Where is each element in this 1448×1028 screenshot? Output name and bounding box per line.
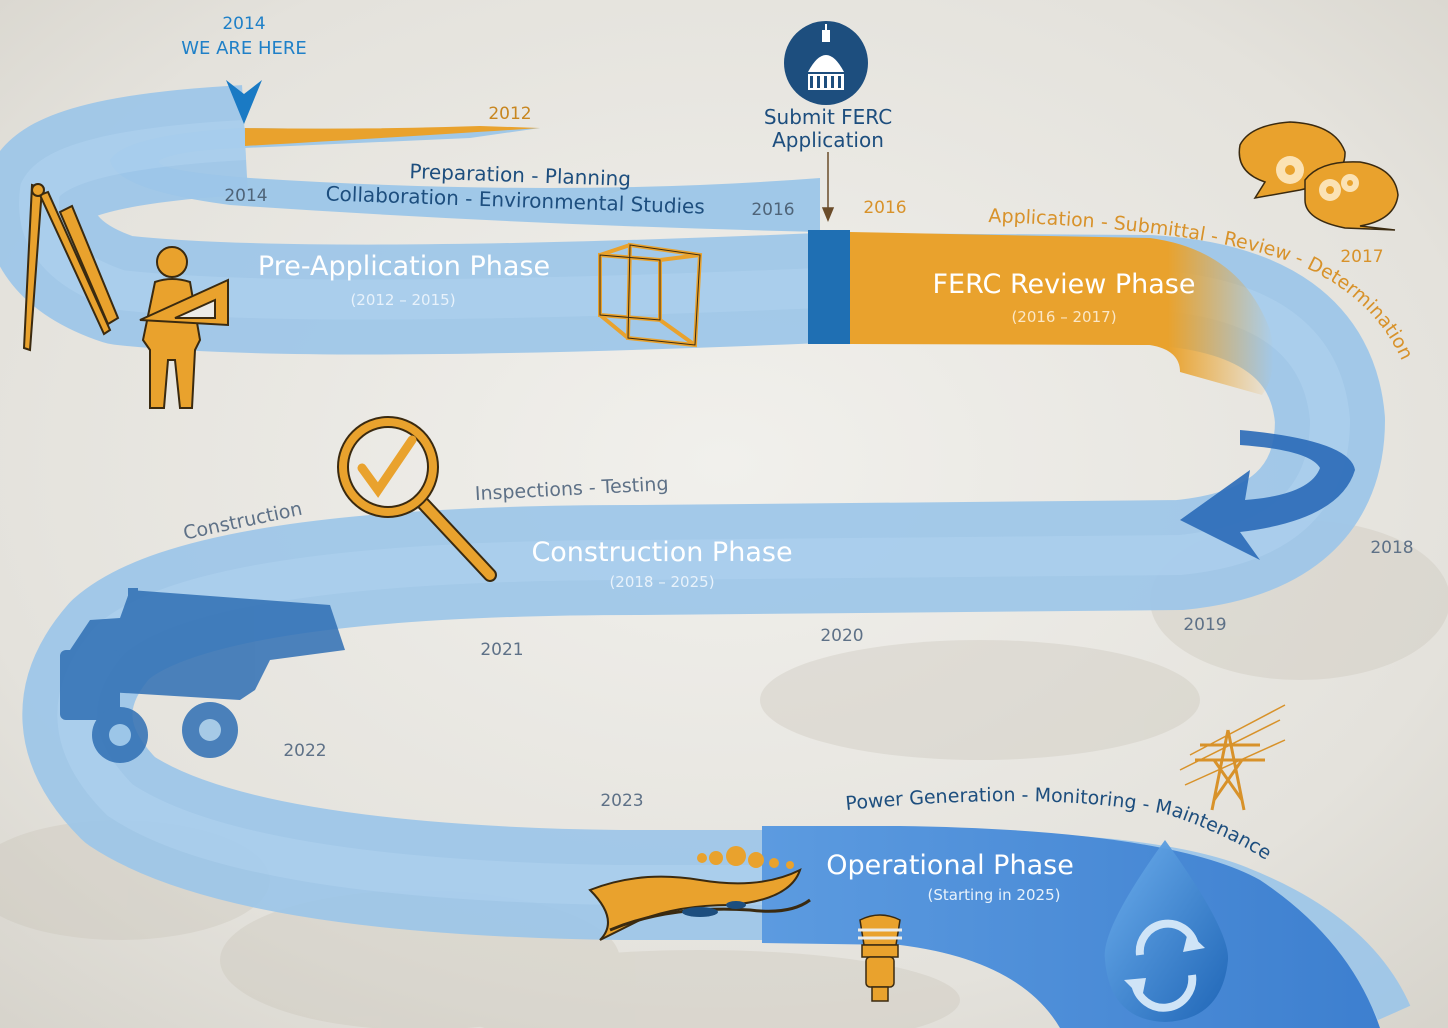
year-2016-blue: 2016	[751, 200, 794, 220]
curved-arrow-icon	[1180, 430, 1355, 560]
lightbulb-icon	[858, 914, 902, 1002]
year-2020: 2020	[820, 626, 863, 646]
phase-pre-application-name: Pre-Application Phase	[258, 251, 550, 282]
transmission-tower-icon	[1179, 704, 1286, 811]
chat-gears-icon	[1238, 121, 1399, 231]
phase-ferc-review-name: FERC Review Phase	[933, 269, 1196, 300]
drafting-tools-icon	[22, 183, 120, 352]
magnifier-icon	[337, 416, 497, 582]
year-2016-orange: 2016	[863, 198, 906, 218]
milestone-arrow-icon	[821, 152, 835, 222]
phase-construction-dates: (2018 – 2025)	[609, 573, 714, 591]
phase-operational-name: Operational Phase	[826, 850, 1074, 881]
fish-wave-icon	[588, 846, 811, 941]
water-drop-recycle-icon	[1104, 840, 1229, 1022]
year-2019: 2019	[1183, 615, 1226, 635]
road-top-tail	[110, 128, 820, 232]
year-2023: 2023	[600, 791, 643, 811]
year-2014: 2014	[224, 186, 267, 206]
ferc-section	[850, 232, 1274, 395]
phase-ferc-review-dates: (2016 – 2017)	[1011, 308, 1116, 326]
marker-arrow-icon	[226, 80, 262, 124]
dump-truck-icon	[60, 588, 345, 763]
milestone-label-2: Application	[772, 128, 884, 152]
year-2017: 2017	[1340, 247, 1383, 267]
submission-band	[808, 230, 850, 344]
milestone-label-1: Submit FERC	[764, 105, 892, 129]
year-2022: 2022	[283, 741, 326, 761]
engineer-icon	[139, 246, 229, 409]
year-2012: 2012	[488, 104, 531, 124]
marker-label: WE ARE HERE	[181, 38, 307, 59]
timeline-road	[0, 85, 1411, 1028]
year-2018: 2018	[1370, 538, 1413, 558]
road-orange-tail	[245, 126, 540, 146]
phase-pre-application-dates: (2012 – 2015)	[350, 291, 455, 309]
capitol-icon	[784, 21, 868, 105]
operational-section	[762, 826, 1380, 1028]
phase-operational-dates: (Starting in 2025)	[928, 886, 1061, 904]
marker-year: 2014	[222, 14, 265, 34]
phase-construction-name: Construction Phase	[531, 537, 792, 568]
year-2021: 2021	[480, 640, 523, 660]
wireframe-cube-outline	[599, 244, 701, 346]
